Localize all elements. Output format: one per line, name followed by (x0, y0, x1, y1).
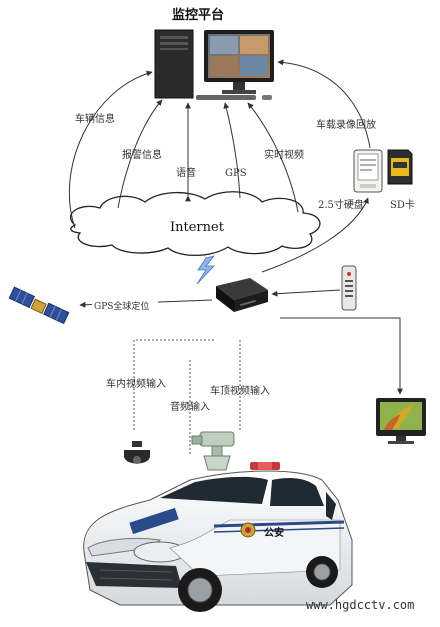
monitoring-platform-computer-icon (154, 29, 274, 100)
vehicle-info-arrow (68, 70, 153, 229)
remote-to-dvr-arrow (271, 289, 341, 297)
voice-label: 语音 (176, 166, 196, 179)
alarm-info-label: 报警信息 (122, 148, 162, 161)
diagram-title: 监控平台 (172, 7, 224, 23)
in-car-video-label: 车内视频输入 (106, 377, 166, 390)
audio-input-label: 音频输入 (170, 400, 210, 413)
roof-video-label: 车顶视频输入 (210, 384, 270, 397)
playback-label: 车载录像回放 (316, 118, 376, 131)
internet-label: Internet (170, 220, 225, 235)
vehicle-monitor-icon (376, 398, 426, 444)
hard-disk-icon (353, 149, 383, 193)
vehicle-info-label: 车辆信息 (75, 112, 115, 125)
live-video-arrow (247, 102, 299, 213)
ptz-camera-icon (191, 431, 235, 471)
dome-camera-icon (124, 441, 150, 464)
wireless-link-icon (196, 255, 216, 285)
alarm-info-arrow (117, 99, 163, 209)
gps-label-bg (92, 300, 158, 312)
police-car-image: 公安 (83, 462, 353, 612)
remote-control-icon (341, 265, 357, 311)
internet-cloud (69, 191, 321, 256)
hdd-label: 2.5寸硬盘 (318, 198, 364, 211)
mobile-dvr-icon (216, 278, 268, 312)
playback-arrow (277, 59, 371, 149)
sd-card-label: SD卡 (390, 198, 415, 211)
dvr-to-monitor-arrow (280, 317, 403, 395)
gps-positioning-label: GPS全球定位 (94, 300, 149, 312)
gps-arrow (223, 102, 241, 199)
gps-satellite-icon (8, 286, 70, 325)
dvr-to-storage-arrow (261, 197, 369, 273)
gps-label: GPS (225, 168, 247, 179)
car-door-text: 公安 (264, 526, 284, 539)
live-video-label: 实时视频 (264, 148, 304, 161)
in-car-video-line (133, 339, 214, 430)
watermark-url: www.hgdcctv.com (306, 598, 414, 612)
sd-card-icon (387, 149, 413, 185)
